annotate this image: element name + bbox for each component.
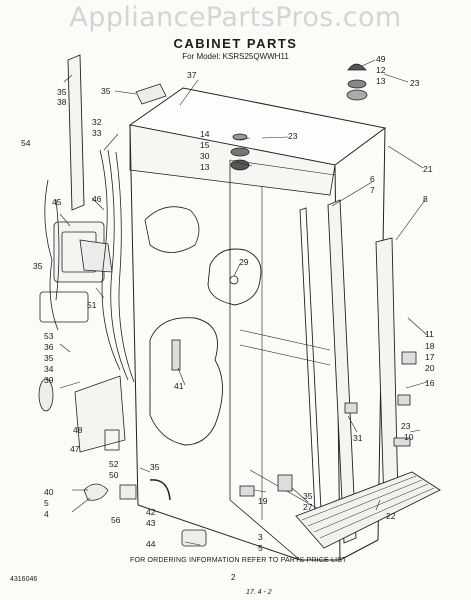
- callout-4: 4: [44, 509, 49, 519]
- callout-13: 13: [200, 162, 210, 172]
- callout-3: 3: [258, 532, 263, 542]
- callout-52: 52: [109, 459, 119, 469]
- callout-27: 27: [303, 502, 313, 512]
- callout-15: 15: [200, 140, 210, 150]
- callout-11: 11: [425, 329, 434, 339]
- callout-14: 14: [200, 129, 210, 139]
- callout-12: 12: [376, 65, 386, 75]
- model-label: For Model: KSRS25QWWH11: [182, 52, 289, 61]
- callout-8: 8: [423, 194, 428, 204]
- callout-20: 20: [425, 363, 435, 373]
- wiring-and-controls: [38, 149, 207, 547]
- callout-40: 40: [44, 487, 54, 497]
- callout-17: 17: [425, 352, 435, 362]
- callout-29: 29: [239, 257, 249, 267]
- callout-43: 43: [146, 518, 156, 528]
- callout-10: 10: [404, 432, 414, 442]
- callout-41: 41: [174, 381, 184, 391]
- callout-31: 31: [353, 433, 363, 443]
- watermark: AppliancePartsPros.com: [69, 2, 402, 33]
- callout-22: 22: [386, 511, 396, 521]
- callout-35: 35: [150, 462, 160, 472]
- callout-35: 35: [101, 86, 111, 96]
- callout-23: 23: [401, 421, 411, 431]
- callout-5: 5: [258, 543, 263, 553]
- callout-34: 34: [44, 364, 54, 374]
- callout-18: 18: [425, 341, 435, 351]
- diagram-title: CABINET PARTS: [173, 36, 298, 51]
- callout-16: 16: [425, 378, 435, 388]
- callout-35: 35: [44, 353, 54, 363]
- callout-47: 47: [70, 444, 80, 454]
- callout-35: 35: [33, 261, 43, 271]
- callout-50: 50: [109, 470, 119, 480]
- callout-6: 6: [370, 174, 375, 184]
- callout-32: 32: [92, 117, 102, 127]
- callout-5: 5: [44, 498, 49, 508]
- grille-22: [295, 471, 441, 549]
- callout-23: 23: [410, 78, 420, 88]
- callout-39: 39: [44, 375, 54, 385]
- callout-56: 56: [111, 515, 121, 525]
- callout-38: 38: [57, 97, 67, 107]
- hinge-parts: [135, 63, 417, 497]
- document-number: 4316046: [10, 576, 38, 583]
- callout-51: 51: [87, 300, 97, 310]
- callout-36: 36: [44, 342, 54, 352]
- callout-35: 35: [303, 491, 313, 501]
- callout-7: 7: [370, 185, 375, 195]
- callout-54: 54: [21, 138, 31, 148]
- callout-13: 13: [376, 76, 386, 86]
- handwritten-note: 17. 4 - 2: [246, 589, 272, 596]
- ordering-note: FOR ORDERING INFORMATION REFER TO PARTS …: [130, 557, 347, 564]
- callout-53: 53: [44, 331, 54, 341]
- callout-42: 42: [146, 507, 156, 517]
- callout-48: 48: [73, 425, 83, 435]
- callout-45: 45: [52, 197, 62, 207]
- callout-37: 37: [187, 70, 197, 80]
- callout-21: 21: [423, 164, 433, 174]
- callout-30: 30: [200, 151, 210, 161]
- callout-19: 19: [258, 496, 268, 506]
- callout-35: 35: [57, 87, 67, 97]
- callout-44: 44: [146, 539, 156, 549]
- callout-46: 46: [92, 194, 102, 204]
- leader-lines: [59, 59, 428, 546]
- page-number: 2: [231, 573, 236, 582]
- callout-23: 23: [288, 131, 298, 141]
- callout-33: 33: [92, 128, 102, 138]
- callout-49: 49: [376, 54, 386, 64]
